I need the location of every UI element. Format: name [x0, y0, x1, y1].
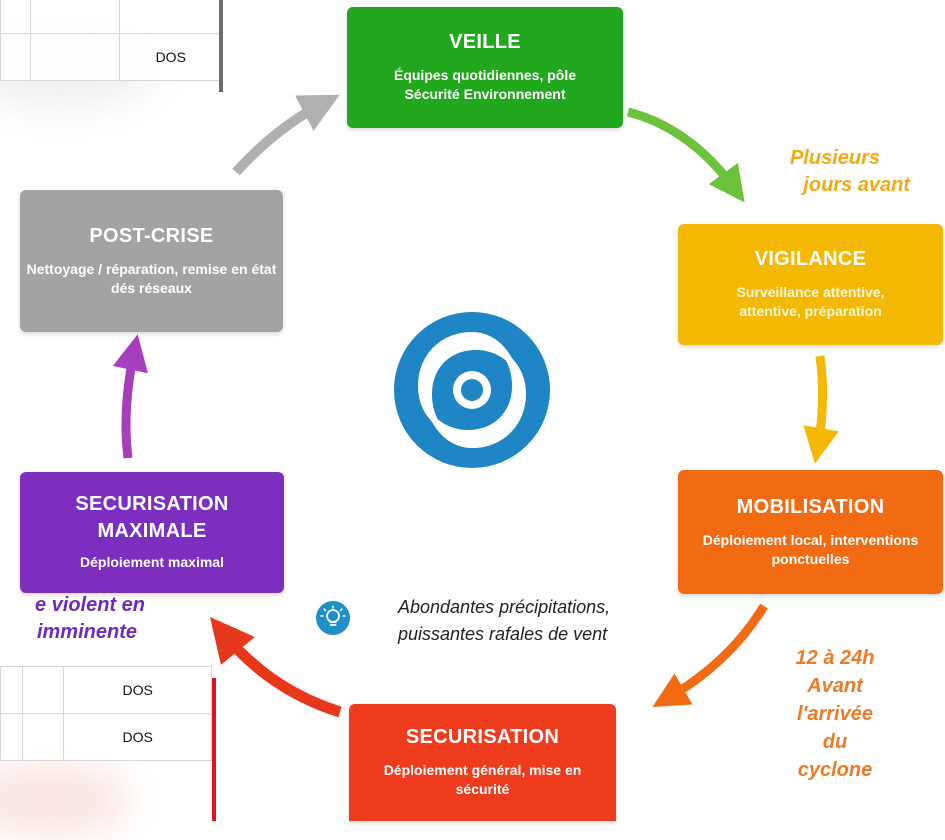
phase-post-crise: POST-CRISE Nettoyage / réparation, remis…	[20, 190, 283, 332]
phase-securisation: SECURISATION Déploiement général, mise e…	[349, 704, 616, 821]
phase-mobilisation-title: MOBILISATION	[736, 495, 885, 518]
arrow-veille-to-vigilance	[626, 107, 745, 203]
phase-post-crise-desc: Nettoyage / réparation, remise en état d…	[26, 260, 277, 296]
table-cell	[22, 666, 65, 714]
phase-maximale-desc: Déploiement maximal	[80, 554, 224, 570]
arrow-mobilisation-to-securisation	[652, 603, 768, 708]
phase-veille-title: VEILLE	[449, 31, 521, 53]
table-cell	[30, 33, 121, 81]
phase-post-crise-title: POST-CRISE	[89, 224, 214, 247]
cycle-arrows	[112, 94, 839, 718]
note-hours-line3: l'arrivée	[797, 703, 873, 725]
arrow-vigilance-to-mobilisation	[803, 355, 839, 464]
table-cell	[119, 0, 222, 34]
phase-vigilance: VIGILANCE Surveillance attentive, attent…	[678, 224, 943, 345]
note-plusieurs-line1: Plusieurs	[789, 147, 880, 169]
note-12-24h: 12 à 24h Avant l'arrivée du cyclone	[770, 644, 900, 784]
phase-vigilance-title: VIGILANCE	[754, 248, 867, 270]
lightbulb-icon	[316, 601, 350, 635]
tip-line-2: puissantes rafales de vent	[398, 624, 608, 644]
note-plusieurs-line2: jours avant	[803, 174, 910, 196]
red-vertical-line	[212, 678, 216, 821]
phase-vigilance-desc: Surveillance attentive, attentive, prépa…	[736, 284, 885, 319]
note-hours-line2: Avant	[807, 675, 863, 697]
table-cell	[0, 713, 24, 761]
phase-mobilisation-desc: Déploiement local, interventions ponctue…	[702, 531, 919, 567]
table-cell	[0, 33, 32, 81]
table-cell	[0, 666, 24, 714]
phase-maximale-title-line1: SECURISATION	[75, 493, 229, 515]
phase-securisation-title: SECURISATION	[405, 726, 560, 748]
arrow-maximale-to-post-crise	[112, 334, 148, 459]
table-row	[0, 0, 222, 34]
note-violent-line2: imminente	[36, 621, 137, 643]
table-row: DOS	[0, 666, 212, 714]
phase-veille-desc: Équipes quotidiennes, pôle Sécurité Envi…	[393, 67, 576, 102]
table-cell	[0, 0, 32, 34]
note-hours-line1: 12 à 24h	[795, 647, 875, 669]
table-border-dark	[219, 0, 223, 92]
table-row: DOS	[0, 33, 222, 81]
phase-securisation-desc: Déploiement général, mise en sécurité	[383, 762, 582, 797]
note-plusieurs-jours: Plusieurs jours avant	[760, 145, 910, 199]
note-violent-line1: e violent en	[34, 594, 145, 616]
table-fragment-bottom: DOS DOS	[0, 666, 212, 761]
phase-mobilisation: MOBILISATION Déploiement local, interven…	[678, 470, 943, 594]
note-hours-line5: cyclone	[797, 759, 873, 781]
tip-text: Abondantes précipitations, puissantes ra…	[398, 594, 610, 648]
note-hours-line4: du	[822, 731, 848, 753]
tip-line-1: Abondantes précipitations,	[398, 597, 611, 617]
table-cell	[22, 713, 65, 761]
table-cell: DOS	[63, 713, 212, 761]
phase-maximale-title-line2: MAXIMALE	[97, 520, 207, 542]
note-violent: e violent en imminente	[0, 592, 145, 646]
arrow-post-crise-to-veille	[232, 94, 340, 176]
table-row: DOS	[0, 713, 212, 761]
table-fragment-top: DOS	[0, 0, 222, 81]
hurricane-icon	[394, 312, 550, 468]
table-cell: DOS	[63, 666, 212, 714]
phase-securisation-maximale: SECURISATION MAXIMALE Déploiement maxima…	[20, 472, 284, 593]
phase-veille: VEILLE Équipes quotidiennes, pôle Sécuri…	[347, 7, 623, 128]
table-cell: DOS	[119, 33, 222, 81]
arrow-securisation-to-maximale	[210, 617, 342, 718]
